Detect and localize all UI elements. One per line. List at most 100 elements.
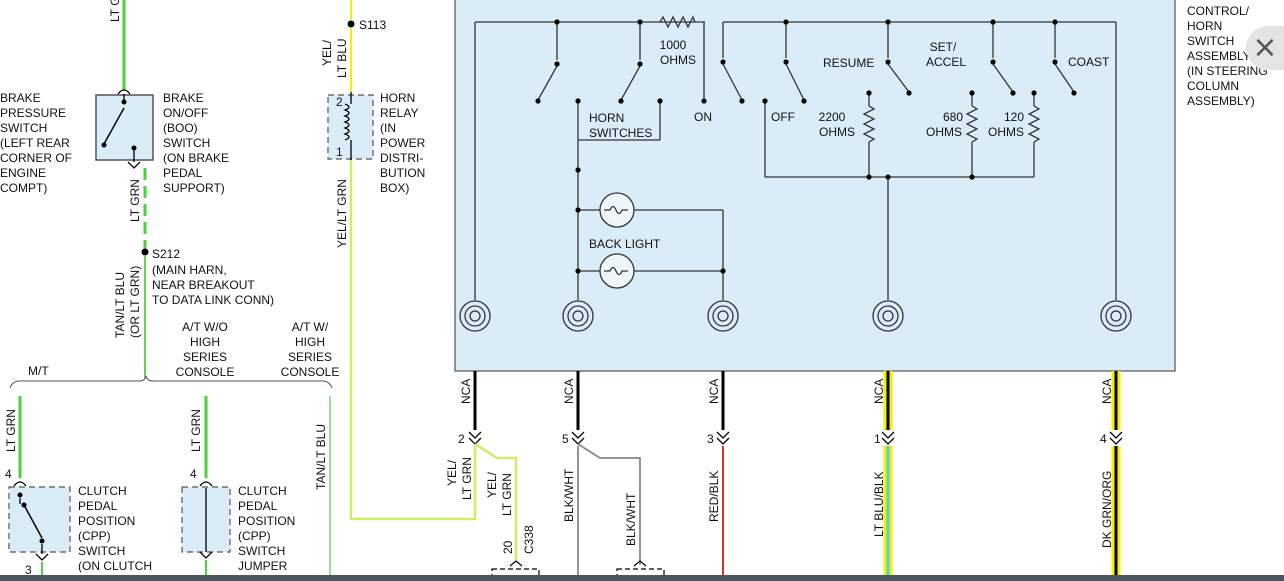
close-icon: × xyxy=(1252,30,1278,65)
resistor-680-label: 680 OHMS xyxy=(926,110,963,139)
on-label: ON xyxy=(694,110,712,124)
svg-text:POWER: POWER xyxy=(380,136,426,150)
svg-text:NEAR BREAKOUT: NEAR BREAKOUT xyxy=(152,278,255,292)
conn-pin-4: 4 xyxy=(1100,432,1107,446)
svg-text:SET/: SET/ xyxy=(930,40,957,54)
svg-text:TAN/LT BLU: TAN/LT BLU xyxy=(113,272,127,338)
svg-text:ASSEMBLY: ASSEMBLY xyxy=(1187,49,1251,63)
back-light-lamp-2 xyxy=(599,253,635,289)
set-accel-label: SET/ ACCEL xyxy=(926,40,966,69)
svg-text:PEDAL: PEDAL xyxy=(238,499,278,513)
boo-switch xyxy=(95,89,154,169)
svg-text:(OR LT GRN): (OR LT GRN) xyxy=(128,266,142,338)
svg-text:OHMS: OHMS xyxy=(988,125,1024,139)
nca-label-5: NCA xyxy=(1100,379,1114,404)
conn-pin-5: 5 xyxy=(562,432,569,446)
svg-text:SWITCH: SWITCH xyxy=(0,121,47,135)
svg-text:SWITCHES: SWITCHES xyxy=(589,126,652,140)
svg-text:LT BLU: LT BLU xyxy=(335,38,349,78)
svg-text:CORNER OF: CORNER OF xyxy=(0,151,72,165)
svg-text:SERIES: SERIES xyxy=(288,350,332,364)
pin-4-a: 4 xyxy=(5,467,12,481)
s113-label: S113 xyxy=(359,18,386,32)
nca-label-4: NCA xyxy=(872,379,886,404)
svg-text:(ON CLUTCH: (ON CLUTCH xyxy=(78,559,152,573)
cpp-switch-label: CLUTCH PEDAL POSITION (CPP) SWITCH (ON C… xyxy=(78,484,152,573)
svg-text:COLUMN: COLUMN xyxy=(1187,79,1239,93)
svg-text:(IN: (IN xyxy=(380,121,396,135)
svg-text:COMPT): COMPT) xyxy=(0,181,47,195)
assembly-label: CONTROL/ HORN SWITCH ASSEMBLY (IN STEERI… xyxy=(1187,4,1268,108)
svg-text:SWITCH: SWITCH xyxy=(78,544,125,558)
nca-label-2: NCA xyxy=(562,379,576,404)
wire-label-yel-lt-grn-1: YEL/ LT GRN xyxy=(445,457,474,500)
svg-text:LT GRN: LT GRN xyxy=(460,457,474,500)
cpp-jumper-label: CLUTCH PEDAL POSITION (CPP) SWITCH JUMPE… xyxy=(238,484,295,573)
svg-text:CONSOLE: CONSOLE xyxy=(176,365,235,379)
wire-label-yel-lt-grn-v: YEL/LT GRN xyxy=(335,179,349,248)
svg-text:SWITCH: SWITCH xyxy=(238,544,285,558)
svg-text:680: 680 xyxy=(943,110,963,124)
svg-text:PEDAL: PEDAL xyxy=(163,166,203,180)
svg-text:POSITION: POSITION xyxy=(78,514,135,528)
close-button[interactable]: × xyxy=(1246,26,1284,70)
svg-text:YEL/: YEL/ xyxy=(485,471,499,498)
wire-label-lt-grn-top: LT G xyxy=(108,0,122,22)
wire-label-yel-lt-blu: YEL/ LT BLU xyxy=(320,38,349,78)
wire-label-lt-grn-b: LT GRN xyxy=(189,409,203,452)
back-light-lamp-1 xyxy=(599,192,635,228)
svg-text:HIGH: HIGH xyxy=(190,335,220,349)
boo-switch-label: BRAKE ON/OFF (BOO) SWITCH (ON BRAKE PEDA… xyxy=(163,91,229,195)
svg-text:ENGINE: ENGINE xyxy=(0,166,46,180)
bottom-bar xyxy=(0,575,1284,581)
mt-label: M/T xyxy=(28,364,49,378)
svg-text:(CPP): (CPP) xyxy=(78,529,111,543)
svg-text:SWITCH: SWITCH xyxy=(1187,34,1234,48)
resume-label: RESUME xyxy=(823,56,874,70)
svg-text:SERIES: SERIES xyxy=(183,350,227,364)
svg-text:CONSOLE: CONSOLE xyxy=(281,365,340,379)
svg-text:HIGH: HIGH xyxy=(295,335,325,349)
conn-pin-3: 3 xyxy=(707,432,714,446)
wire-label-blk-wht-2: BLK/WHT xyxy=(624,492,638,546)
svg-text:(BOO): (BOO) xyxy=(163,121,198,135)
wire-label-yel-lt-grn-2: YEL/ LT GRN xyxy=(485,471,514,516)
pin-4-b: 4 xyxy=(190,467,197,481)
svg-text:OHMS: OHMS xyxy=(819,125,855,139)
at-wo-label: A/T W/O HIGH SERIES CONSOLE xyxy=(176,320,235,379)
svg-text:(ON BRAKE: (ON BRAKE xyxy=(163,151,229,165)
pin-20: 20 xyxy=(501,540,515,554)
resistor-120-label: 120 OHMS xyxy=(988,110,1024,139)
svg-text:BUTION: BUTION xyxy=(380,166,425,180)
svg-text:PEDAL: PEDAL xyxy=(78,499,118,513)
svg-text:BRAKE: BRAKE xyxy=(163,91,204,105)
splice-s113 xyxy=(347,20,355,28)
svg-text:2200: 2200 xyxy=(819,110,846,124)
splice-s212 xyxy=(141,248,149,256)
resistor-2200-label: 2200 OHMS xyxy=(819,110,855,139)
svg-text:CLUTCH: CLUTCH xyxy=(78,484,127,498)
horn-relay xyxy=(327,92,374,160)
cpp-switch xyxy=(8,481,71,581)
resistor-1000-label: 1000 OHMS xyxy=(660,38,696,67)
svg-text:ASSEMBLY): ASSEMBLY) xyxy=(1187,94,1255,108)
horn-switches-label: HORN SWITCHES xyxy=(589,111,652,140)
svg-text:POSITION: POSITION xyxy=(238,514,295,528)
wire-label-lt-grn-a: LT GRN xyxy=(4,409,18,452)
svg-text:RELAY: RELAY xyxy=(380,106,418,120)
nca-label-1: NCA xyxy=(459,379,473,404)
svg-text:YEL/: YEL/ xyxy=(320,39,334,66)
svg-text:CLUTCH: CLUTCH xyxy=(238,484,287,498)
svg-text:SUPPORT): SUPPORT) xyxy=(163,181,225,195)
svg-text:HORN: HORN xyxy=(589,111,624,125)
svg-text:SWITCH: SWITCH xyxy=(163,136,210,150)
svg-text:YEL/: YEL/ xyxy=(445,459,459,486)
svg-text:DISTRI-: DISTRI- xyxy=(380,151,423,165)
svg-text:1000: 1000 xyxy=(660,38,687,52)
at-w-label: A/T W/ HIGH SERIES CONSOLE xyxy=(281,320,340,379)
svg-text:A/T W/: A/T W/ xyxy=(292,320,329,334)
svg-text:BOX): BOX) xyxy=(380,181,409,195)
wire-label-red-blk: RED/BLK xyxy=(707,471,721,522)
wire-label-dk-grn-org: DK GRN/ORG xyxy=(1100,471,1114,548)
